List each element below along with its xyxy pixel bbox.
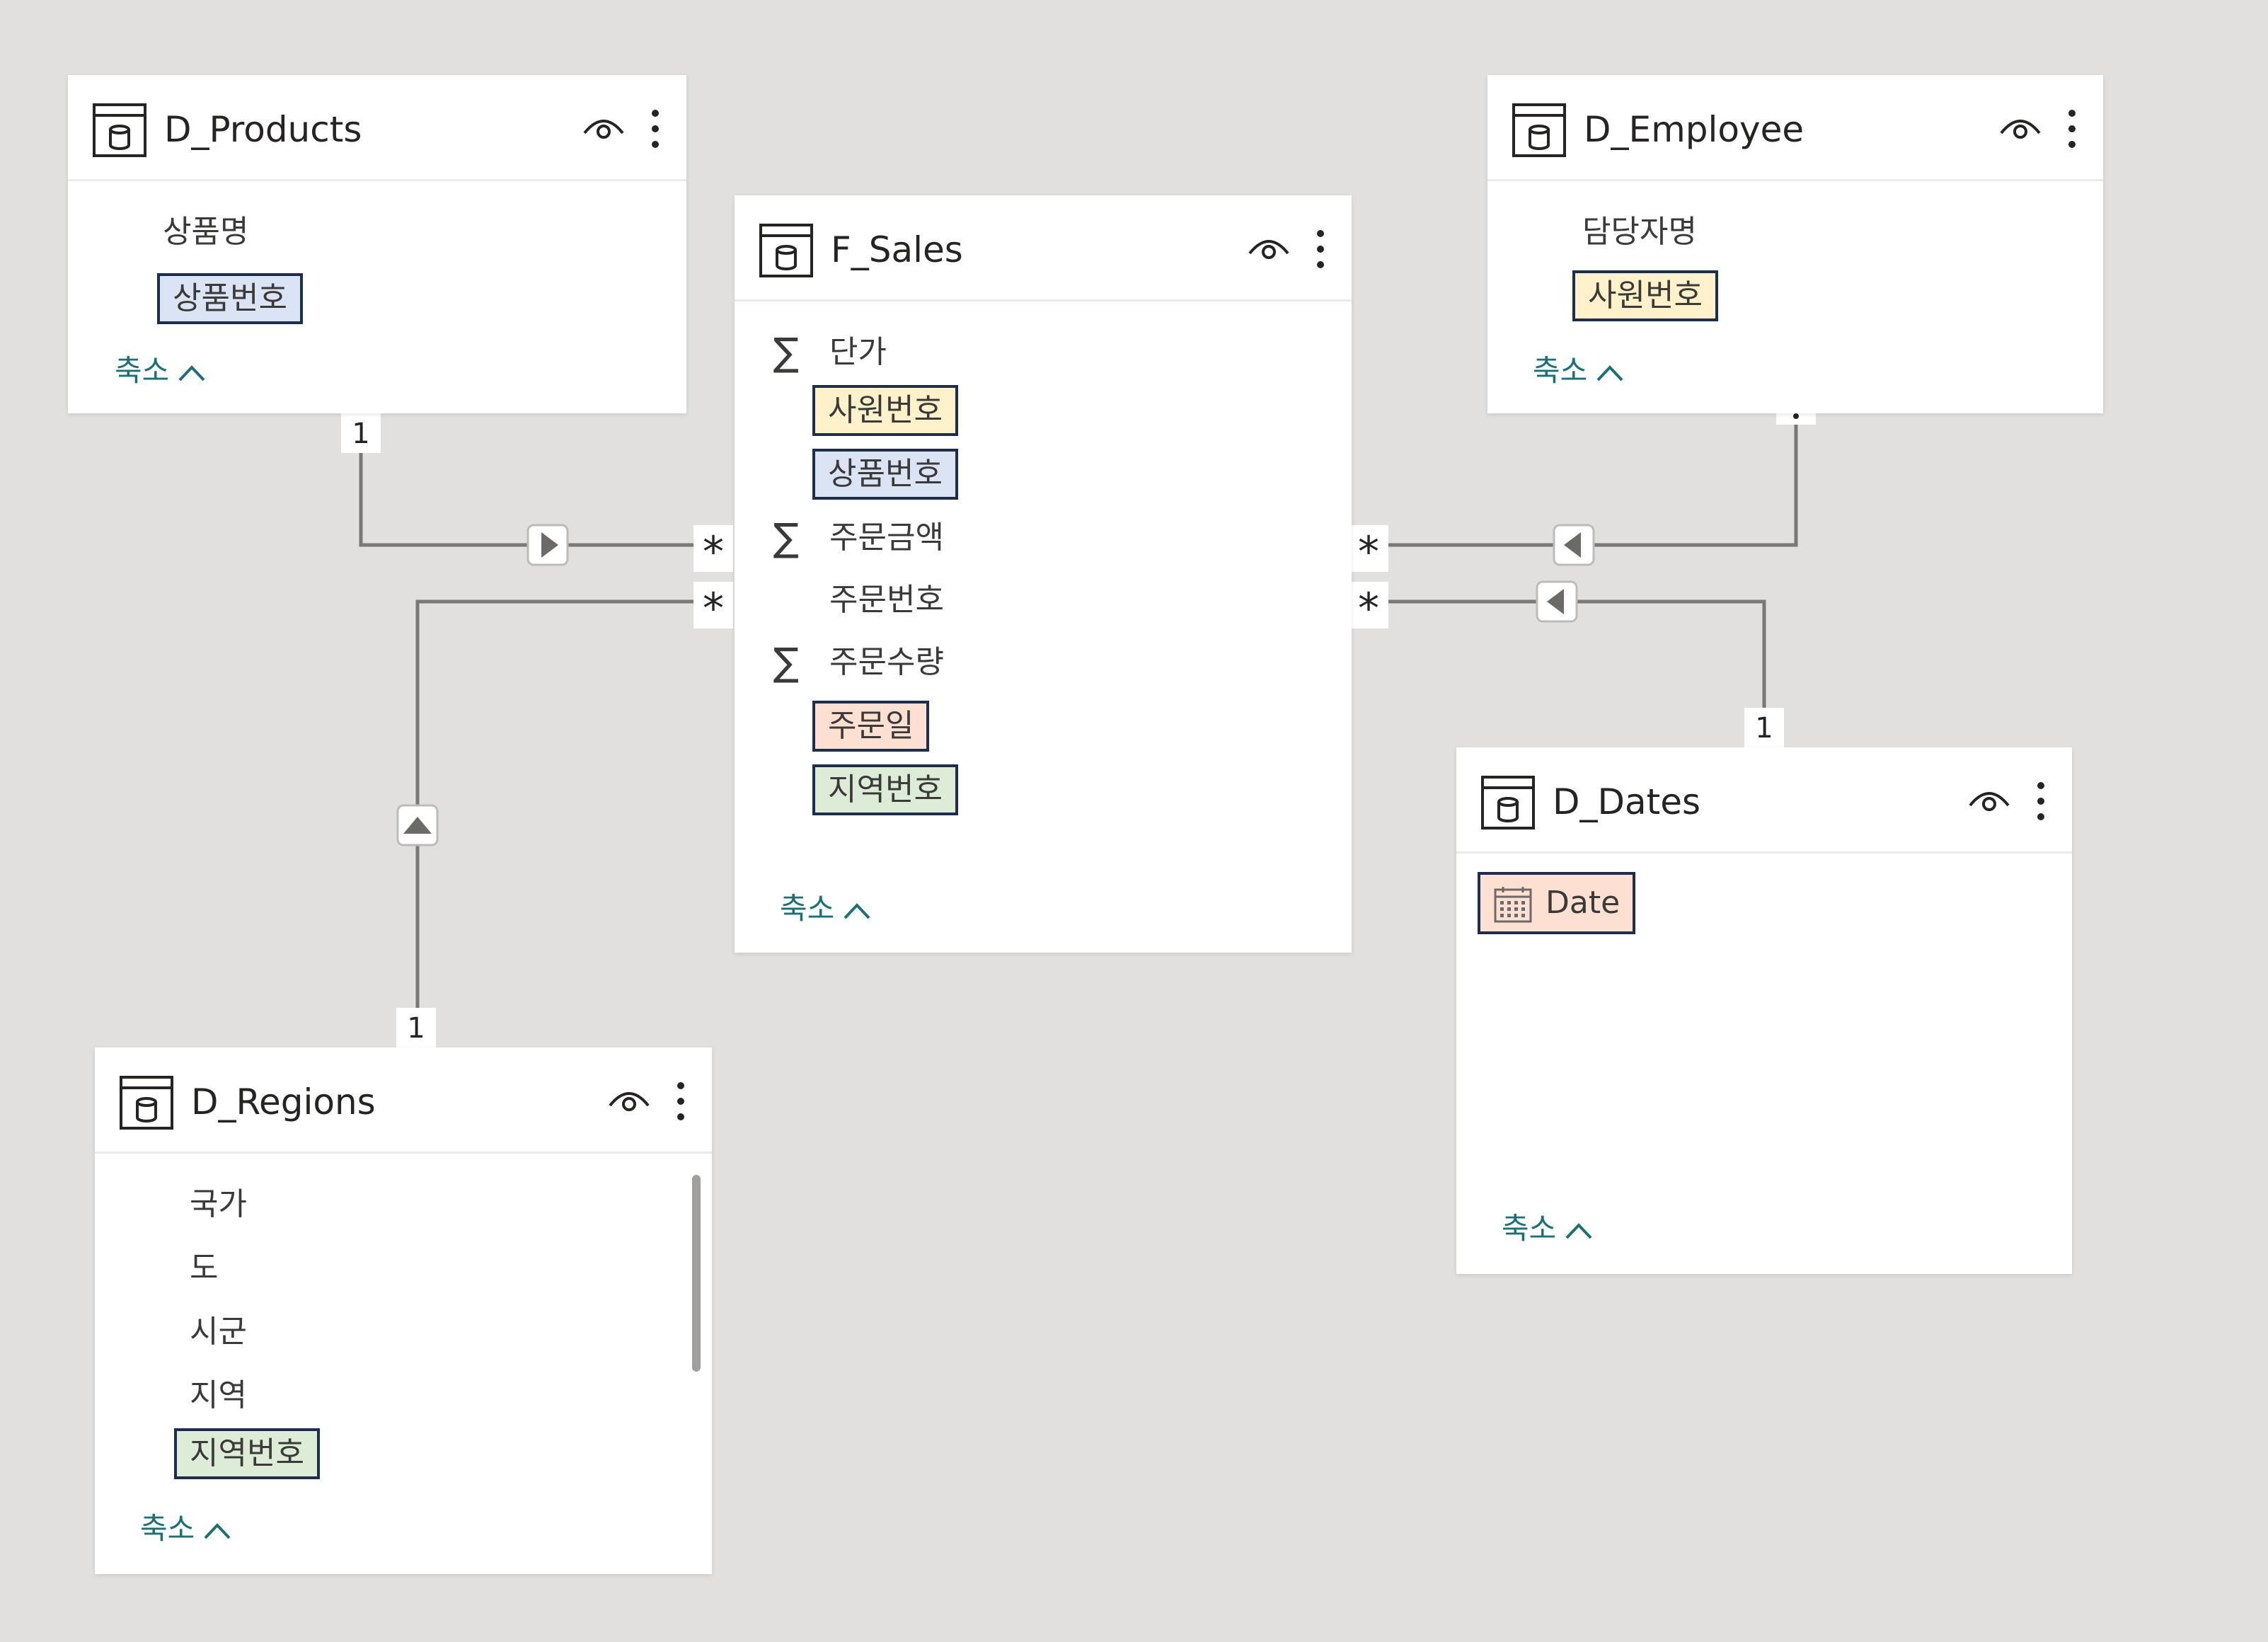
table-title: F_Sales xyxy=(831,229,963,270)
collapse-button[interactable]: 축소 xyxy=(115,350,206,392)
eye-icon[interactable] xyxy=(1998,112,2042,143)
field-employee-id[interactable]: 사원번호 xyxy=(1572,270,1718,321)
table-header[interactable]: D_Products xyxy=(68,75,686,181)
chevron-up-icon xyxy=(178,364,205,381)
table-header[interactable]: D_Regions xyxy=(95,1047,712,1154)
table-card-employee[interactable]: D_Employee 담당자명 사원번호 축소 xyxy=(1487,75,2103,413)
cardinality-one-dates: 1 xyxy=(1744,712,1784,745)
table-header[interactable]: D_Employee xyxy=(1487,75,2103,181)
more-options-icon[interactable] xyxy=(1313,228,1328,270)
table-title: D_Regions xyxy=(191,1081,376,1123)
field-product-id[interactable]: 상품번호 xyxy=(812,449,958,500)
table-card-regions[interactable]: D_Regions 국가 도 시군 지역 지역번호 축소 xyxy=(95,1047,712,1574)
sigma-icon: ∑ xyxy=(773,515,800,560)
relationship-line-regions-sales xyxy=(415,599,715,1040)
table-icon xyxy=(759,224,813,277)
table-title: D_Products xyxy=(164,109,362,150)
chevron-up-icon xyxy=(204,1522,231,1539)
cardinality-many-products: * xyxy=(693,531,733,573)
collapse-button[interactable]: 축소 xyxy=(1533,350,1624,392)
table-title: D_Dates xyxy=(1553,781,1701,822)
eye-icon[interactable] xyxy=(582,112,626,143)
field-date[interactable]: Date xyxy=(1478,872,1636,934)
collapse-button[interactable]: 축소 xyxy=(780,888,871,930)
table-card-sales[interactable]: F_Sales ∑ 단가 사원번호 상품번호 ∑ 주문금액 주문번호 ∑ 주문수… xyxy=(735,195,1352,953)
field-unit-price[interactable]: 단가 xyxy=(829,334,887,370)
table-card-products[interactable]: D_Products 상품명 상품번호 축소 xyxy=(68,75,686,413)
eye-icon[interactable] xyxy=(1967,784,2011,815)
table-icon xyxy=(120,1076,173,1130)
field-province[interactable]: 도 xyxy=(190,1250,219,1286)
sigma-icon: ∑ xyxy=(773,640,800,684)
chevron-up-icon xyxy=(1596,364,1623,381)
chevron-up-icon xyxy=(844,902,870,919)
direction-arrow-dates[interactable] xyxy=(1536,580,1578,623)
table-title: D_Employee xyxy=(1584,109,1804,150)
field-region-id[interactable]: 지역번호 xyxy=(812,764,958,815)
more-options-icon[interactable] xyxy=(674,1080,688,1123)
more-options-icon[interactable] xyxy=(2034,780,2048,822)
field-country[interactable]: 국가 xyxy=(190,1186,247,1222)
more-options-icon[interactable] xyxy=(648,108,662,150)
collapse-label: 축소 xyxy=(115,353,170,388)
direction-arrow-products[interactable] xyxy=(526,524,569,566)
collapse-label: 축소 xyxy=(140,1511,195,1546)
table-header[interactable]: F_Sales xyxy=(735,195,1352,302)
collapse-button[interactable]: 축소 xyxy=(1502,1207,1593,1250)
more-options-icon[interactable] xyxy=(2065,108,2079,150)
field-region-id[interactable]: 지역번호 xyxy=(174,1428,320,1479)
field-order-date[interactable]: 주문일 xyxy=(812,701,930,752)
eye-icon[interactable] xyxy=(1247,232,1291,263)
relationship-line-products-sales xyxy=(359,453,715,547)
field-order-quantity[interactable]: 주문수량 xyxy=(829,644,944,680)
table-icon xyxy=(1512,103,1566,157)
table-icon xyxy=(93,103,146,157)
field-region[interactable]: 지역 xyxy=(190,1377,247,1413)
field-manager-name[interactable]: 담당자명 xyxy=(1582,214,1697,250)
field-order-number[interactable]: 주문번호 xyxy=(829,582,944,618)
cardinality-many-dates: * xyxy=(1349,587,1388,630)
collapse-button[interactable]: 축소 xyxy=(140,1508,231,1550)
cardinality-many-employee: * xyxy=(1349,531,1388,573)
table-icon xyxy=(1481,776,1535,829)
cardinality-many-regions: * xyxy=(693,587,733,630)
cardinality-one-products: 1 xyxy=(341,418,381,450)
field-city[interactable]: 시군 xyxy=(190,1314,247,1350)
field-product-name[interactable]: 상품명 xyxy=(163,214,249,250)
relationship-line-dates-sales xyxy=(1366,599,1766,729)
scrollbar[interactable] xyxy=(692,1175,701,1372)
table-header[interactable]: D_Dates xyxy=(1456,747,2072,854)
direction-arrow-regions[interactable] xyxy=(396,804,439,846)
eye-icon[interactable] xyxy=(607,1084,651,1115)
cardinality-one-regions: 1 xyxy=(396,1012,436,1045)
sigma-icon: ∑ xyxy=(773,330,800,374)
collapse-label: 축소 xyxy=(780,891,835,926)
relationship-line-employee-sales xyxy=(1366,425,1798,547)
field-employee-id[interactable]: 사원번호 xyxy=(812,385,958,436)
chevron-up-icon xyxy=(1565,1222,1592,1239)
collapse-label: 축소 xyxy=(1533,353,1588,388)
field-order-amount[interactable]: 주문금액 xyxy=(829,519,944,556)
collapse-label: 축소 xyxy=(1502,1211,1557,1246)
field-product-id[interactable]: 상품번호 xyxy=(157,273,303,324)
table-card-dates[interactable]: D_Dates Date 축소 xyxy=(1456,747,2072,1274)
calendar-icon xyxy=(1494,887,1532,923)
field-date-label: Date xyxy=(1545,885,1621,921)
direction-arrow-employee[interactable] xyxy=(1553,524,1595,566)
